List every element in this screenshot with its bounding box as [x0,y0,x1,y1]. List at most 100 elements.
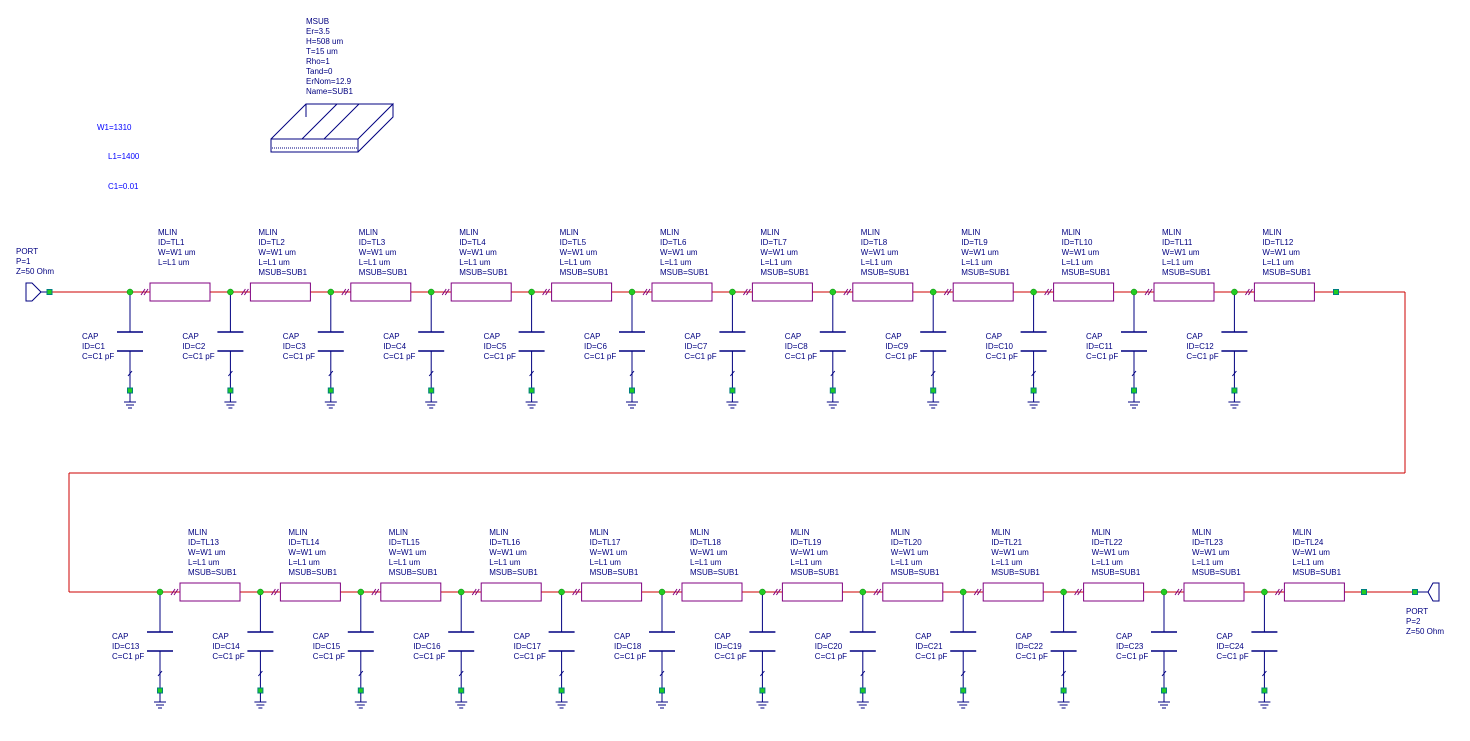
wire-tick-mark [240,288,249,296]
row-2-terminal [1361,589,1367,595]
wire-tick-mark [1262,670,1267,677]
mlin-tl7-label-0: MLIN [760,228,779,237]
mlin-tl8[interactable] [852,282,914,302]
mlin-tl22-label-2: W=W1 um [1092,548,1130,557]
cap-c1-label-2: C=C1 pF [82,352,114,361]
wire-tick-mark [960,670,966,677]
mlin-tl4[interactable] [450,282,512,302]
mlin-tl14[interactable] [279,582,341,602]
mlin-tl6-label-4: MSUB=SUB1 [660,268,709,277]
wire-tick-mark [458,670,464,677]
mlin-tl22[interactable] [1083,582,1145,602]
cap-c17-label-0: CAP [514,632,530,641]
junction-node [729,288,736,296]
mlin-tl13-label-4: MSUB=SUB1 [188,568,237,577]
mlin-tl18[interactable] [681,582,743,602]
wire-tick-mark [629,370,635,377]
equation-c1[interactable]: C1=0.01 [108,182,139,191]
junction-node [1261,588,1268,596]
cap-c18-label-0: CAP [614,632,630,641]
mlin-tl6[interactable] [651,282,713,302]
mlin-tl24-label-1: ID=TL24 [1292,538,1323,547]
cap-c4-label-1: ID=C4 [383,342,406,351]
ground-terminal [659,687,665,694]
mlin-tl21[interactable] [982,582,1044,602]
junction-node [1231,288,1238,296]
mlin-tl4-label-2: W=W1 um [459,248,497,257]
msub-param-rho: Rho=1 [306,57,330,66]
mlin-tl9-label-0: MLIN [961,228,980,237]
wire-tick-mark [1074,588,1083,596]
equation-w1[interactable]: W1=1310 [97,123,132,132]
mlin-tl10-label-3: L=L1 um [1062,258,1094,267]
msub-title: MSUB [306,17,329,26]
port-2[interactable]: PORT P=2 Z=50 Ohm [1406,582,1444,636]
mlin-tl8-label-3: L=L1 um [861,258,893,267]
wire-layer [52,291,1413,593]
mlin-tl16[interactable] [480,582,542,602]
cap-c13-label-2: C=C1 pF [112,652,144,661]
mlin-tl17[interactable] [581,582,643,602]
cap-c20-label-1: ID=C20 [815,642,843,651]
mlin-tl4-label-1: ID=TL4 [459,238,486,247]
mlin-tl3-label-4: MSUB=SUB1 [359,268,408,277]
mlin-tl21-label-0: MLIN [991,528,1010,537]
cap-c15-label-1: ID=C15 [313,642,341,651]
mlin-tl6-label-2: W=W1 um [660,248,698,257]
mlin-tl23-label-3: L=L1 um [1192,558,1224,567]
msub-block[interactable]: MSUB Er=3.5 H=508 um T=15 um Rho=1 Tand=… [270,17,394,153]
wire-tick-mark [572,588,581,596]
mlin-tl19[interactable] [781,582,843,602]
mlin-tl7-label-2: W=W1 um [760,248,798,257]
cap-c16-label-2: C=C1 pF [413,652,445,661]
mlin-tl14-label-3: L=L1 um [288,558,320,567]
mlin-tl8-label-1: ID=TL8 [861,238,888,247]
mlin-tl6-label-3: L=L1 um [660,258,692,267]
junction-node [759,588,766,596]
ground-terminal [1060,687,1067,694]
mlin-tl23-label-2: W=W1 um [1192,548,1230,557]
wire-tick-mark [559,670,564,677]
mlin-tl9-label-2: W=W1 um [961,248,999,257]
mlin-tl1[interactable] [149,282,211,302]
mlin-tl15[interactable] [380,582,442,602]
mlin-tl10[interactable] [1053,282,1115,302]
mlin-tl2[interactable] [249,282,311,302]
cap-c22-label-1: ID=C22 [1016,642,1044,651]
cap-c9-label-1: ID=C9 [885,342,908,351]
mlin-tl20[interactable] [882,582,944,602]
mlin-tl24[interactable] [1283,582,1345,602]
port-2-title: PORT [1406,607,1428,616]
mlin-tl5-label-3: L=L1 um [560,258,592,267]
ground-terminal [257,687,264,694]
mlin-tl14-label-1: ID=TL14 [288,538,319,547]
cap-c14-label-2: C=C1 pF [212,652,244,661]
mlin-tl15-label-3: L=L1 um [389,558,421,567]
mlin-tl10-label-2: W=W1 um [1062,248,1100,257]
mlin-tl23-label-1: ID=TL23 [1192,538,1223,547]
mlin-tl17-label-4: MSUB=SUB1 [590,568,639,577]
cap-c7-label-1: ID=C7 [684,342,707,351]
mlin-tl7[interactable] [751,282,813,302]
mlin-tl3[interactable] [350,282,412,302]
mlin-tl5[interactable] [551,282,613,302]
mlin-tl11[interactable] [1153,282,1215,302]
wire-tick-mark [1144,288,1153,296]
mlin-tl16-label-2: W=W1 um [489,548,527,557]
mlin-tl13[interactable] [179,582,241,602]
mlin-tl9[interactable] [952,282,1014,302]
port-1[interactable]: PORT P=1 Z=50 Ohm [16,247,54,302]
mlin-tl12-label-3: L=L1 um [1262,258,1294,267]
mlin-tl10-label-4: MSUB=SUB1 [1062,268,1111,277]
equation-l1[interactable]: L1=1400 [108,152,140,161]
ground-terminal [1261,687,1268,694]
mlin-tl13-label-2: W=W1 um [188,548,226,557]
wire-tick-mark [843,288,852,296]
mlin-tl18-label-4: MSUB=SUB1 [690,568,739,577]
wire-tick-mark [127,370,133,377]
ground-terminal [357,687,364,694]
cap-c15-label-2: C=C1 pF [313,652,345,661]
mlin-tl23[interactable] [1183,582,1245,602]
mlin-tl12[interactable] [1253,282,1315,302]
wire-tick-mark [760,670,765,677]
